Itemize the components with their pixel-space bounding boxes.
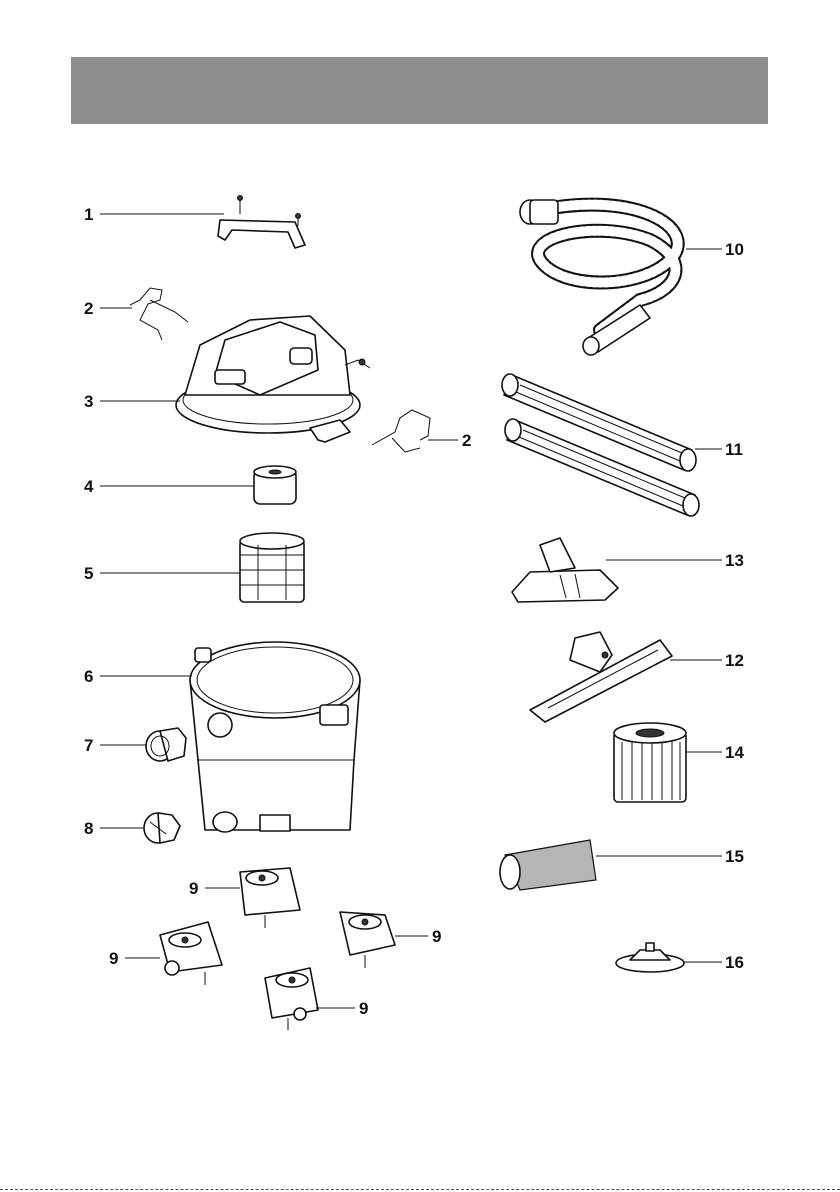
- extension-wands-part: [502, 374, 699, 516]
- label-9-bottom: 9: [359, 999, 368, 1018]
- inlet-adapter-part: [146, 728, 186, 761]
- bottom-dashed-rule: [0, 1189, 840, 1190]
- powerhead-part: [176, 316, 370, 442]
- label-10: 10: [725, 240, 744, 259]
- label-4: 4: [84, 477, 94, 496]
- filter-lid-part: [616, 943, 684, 972]
- handle-part: [218, 196, 305, 249]
- label-3: 3: [84, 392, 93, 411]
- label-9-left: 9: [109, 949, 118, 968]
- caster-left: [160, 922, 222, 985]
- label-16: 16: [725, 953, 744, 972]
- cartridge-filter-part: [614, 723, 686, 802]
- label-5: 5: [84, 564, 93, 583]
- hose-part: [520, 200, 678, 355]
- caster-top: [240, 868, 300, 928]
- label-12: 12: [725, 651, 744, 670]
- label-15: 15: [725, 847, 744, 866]
- label-13: 13: [725, 551, 744, 570]
- caster-right: [340, 912, 395, 968]
- label-2-left: 2: [84, 299, 93, 318]
- floor-nozzle-part: [530, 632, 672, 722]
- label-11: 11: [725, 440, 743, 459]
- cord-wrap-right: [372, 410, 430, 452]
- filter-cage-part: [240, 533, 304, 602]
- label-6: 6: [84, 667, 93, 686]
- label-7: 7: [84, 736, 93, 755]
- label-8: 8: [84, 819, 93, 838]
- label-14: 14: [725, 743, 744, 762]
- label-9-right: 9: [432, 927, 441, 946]
- caster-bottom: [265, 968, 318, 1030]
- drain-cap-part: [144, 813, 180, 843]
- label-2-right: 2: [462, 431, 471, 450]
- utility-nozzle-part: [512, 538, 618, 602]
- cord-wrap-left: [130, 288, 188, 340]
- filter-bag-part: [500, 840, 596, 890]
- drum-part: [190, 642, 360, 832]
- label-1: 1: [84, 205, 93, 224]
- foam-sleeve-part: [254, 466, 296, 504]
- label-9-top: 9: [189, 879, 198, 898]
